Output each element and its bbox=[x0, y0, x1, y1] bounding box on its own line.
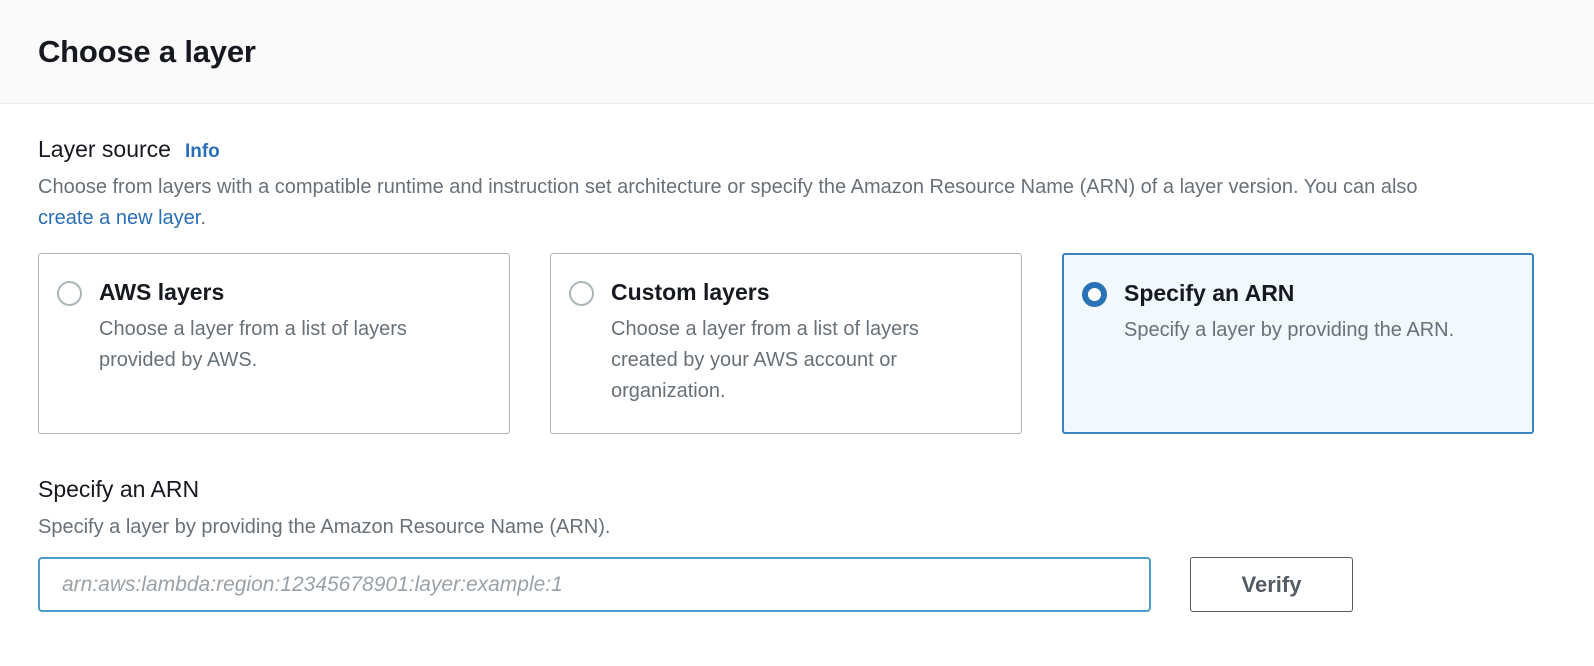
specify-arn-section: Specify an ARN Specify a layer by provid… bbox=[38, 476, 1556, 612]
radio-button-specify-an-arn[interactable] bbox=[1082, 282, 1107, 307]
page-title: Choose a layer bbox=[38, 33, 256, 69]
radio-card-aws-layers-description: Choose a layer from a list of layers pro… bbox=[99, 318, 407, 371]
layer-source-description-text-2: . bbox=[200, 207, 206, 229]
verify-button[interactable]: Verify bbox=[1190, 557, 1353, 612]
arn-input-row: Verify bbox=[38, 557, 1556, 612]
info-link[interactable]: Info bbox=[184, 141, 220, 162]
radio-card-custom-layers-description: Choose a layer from a list of layers cre… bbox=[611, 318, 919, 402]
radio-card-aws-layers[interactable]: AWS layers Choose a layer from a list of… bbox=[38, 253, 510, 434]
radio-card-custom-layers-text: Custom layers Choose a layer from a list… bbox=[611, 278, 971, 407]
layer-source-radio-group: AWS layers Choose a layer from a list of… bbox=[38, 253, 1556, 434]
layer-source-description: Choose from layers with a compatible run… bbox=[38, 172, 1478, 234]
radio-card-specify-an-arn-text: Specify an ARN Specify a layer by provid… bbox=[1124, 279, 1454, 346]
radio-button-aws-layers[interactable] bbox=[57, 281, 82, 306]
specify-arn-description: Specify a layer by providing the Amazon … bbox=[38, 516, 611, 538]
layer-source-label-row: Layer source Info bbox=[38, 136, 1556, 163]
radio-card-specify-an-arn-title: Specify an ARN bbox=[1124, 280, 1295, 306]
radio-card-aws-layers-text: AWS layers Choose a layer from a list of… bbox=[99, 278, 459, 376]
layer-source-description-text-1: Choose from layers with a compatible run… bbox=[38, 176, 1418, 198]
specify-arn-heading: Specify an ARN bbox=[38, 476, 200, 502]
dialog-body: Layer source Info Choose from layers wit… bbox=[0, 104, 1594, 666]
radio-card-specify-an-arn-description: Specify a layer by providing the ARN. bbox=[1124, 319, 1455, 341]
layer-source-label: Layer source bbox=[38, 136, 171, 162]
radio-card-custom-layers-title: Custom layers bbox=[611, 279, 770, 305]
radio-button-custom-layers[interactable] bbox=[569, 281, 594, 306]
radio-card-aws-layers-title: AWS layers bbox=[99, 279, 225, 305]
dialog-header: Choose a layer bbox=[0, 0, 1594, 104]
radio-card-custom-layers[interactable]: Custom layers Choose a layer from a list… bbox=[550, 253, 1022, 434]
radio-card-specify-an-arn[interactable]: Specify an ARN Specify a layer by provid… bbox=[1062, 253, 1534, 434]
arn-input[interactable] bbox=[38, 557, 1151, 612]
create-a-new-layer-link[interactable]: create a new layer bbox=[38, 207, 201, 229]
